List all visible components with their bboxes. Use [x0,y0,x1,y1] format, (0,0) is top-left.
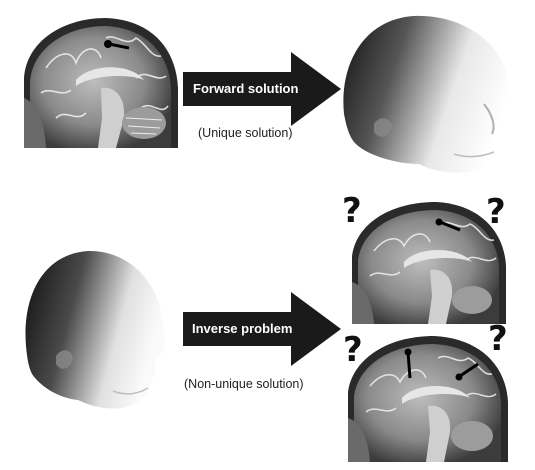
non-unique-solution-caption: (Non-unique solution) [184,377,304,391]
inverse-problem-label: Inverse problem [192,321,293,336]
question-mark-1: ? [342,191,362,231]
mri-slice-inverse-2 [344,330,510,462]
mri-slice-forward [16,8,181,150]
forward-arrow [183,52,341,126]
head-render-forward [334,4,526,180]
unique-solution-caption: (Unique solution) [198,126,293,140]
mri-slice-inverse-1 [348,196,508,324]
head-render-inverse [18,236,168,412]
question-mark-4: ? [488,319,508,359]
question-mark-2: ? [486,192,506,232]
question-mark-3: ? [343,330,363,370]
inverse-arrow [183,292,341,366]
forward-solution-label: Forward solution [193,81,299,96]
